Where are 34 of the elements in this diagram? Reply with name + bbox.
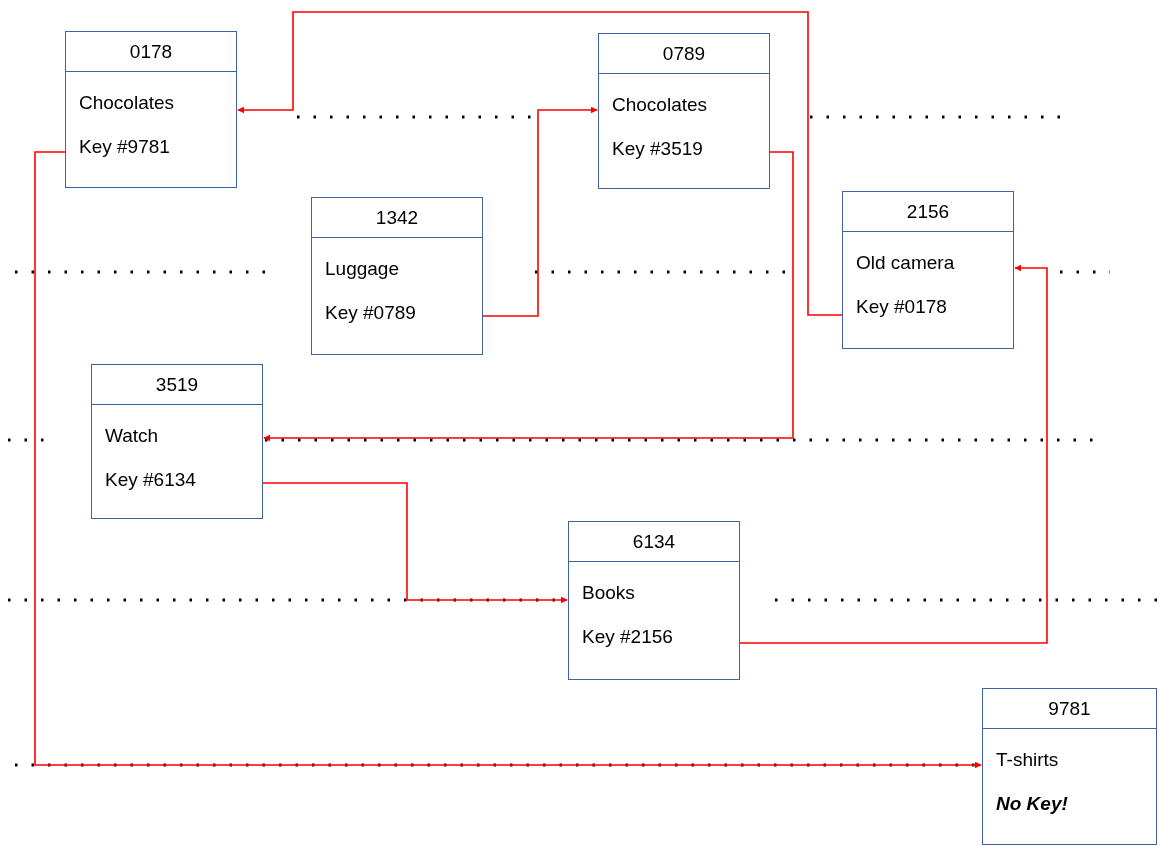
record-id: 0789: [662, 41, 706, 66]
arrow: [262, 482, 568, 604]
item-name: T-shirts: [996, 748, 1059, 772]
key-text: Key #6134: [105, 468, 196, 492]
arrow: [237, 11, 843, 316]
arrow: [482, 106, 598, 317]
record-box: [598, 33, 770, 189]
record-id: 6134: [632, 529, 676, 554]
item-name: Books: [582, 581, 635, 605]
key-text: Key #0789: [325, 301, 416, 325]
key-text: Key #0178: [856, 295, 947, 319]
key-text: Key #9781: [79, 135, 170, 159]
record-box: [842, 191, 1014, 349]
record-id: 1342: [375, 205, 419, 230]
record-box: [982, 688, 1157, 845]
record-id: 0178: [129, 39, 173, 64]
key-text: Key #3519: [612, 137, 703, 161]
item-name: Old camera: [856, 251, 955, 275]
record-box: [311, 197, 483, 355]
record-box: [91, 364, 263, 519]
record-id: 2156: [906, 199, 950, 224]
item-name: Chocolates: [79, 91, 175, 115]
record-box: [65, 31, 237, 188]
arrow: [739, 264, 1048, 644]
item-name: Luggage: [325, 257, 399, 281]
item-name: Watch: [105, 424, 159, 448]
arrow: [34, 151, 982, 769]
arrow: [263, 151, 794, 442]
record-id: 9781: [1048, 696, 1091, 721]
key-text: Key #2156: [582, 625, 673, 649]
key-text: No Key!: [996, 792, 1068, 816]
record-id: 3519: [155, 372, 199, 397]
record-box: [568, 521, 740, 680]
item-name: Chocolates: [612, 93, 708, 117]
